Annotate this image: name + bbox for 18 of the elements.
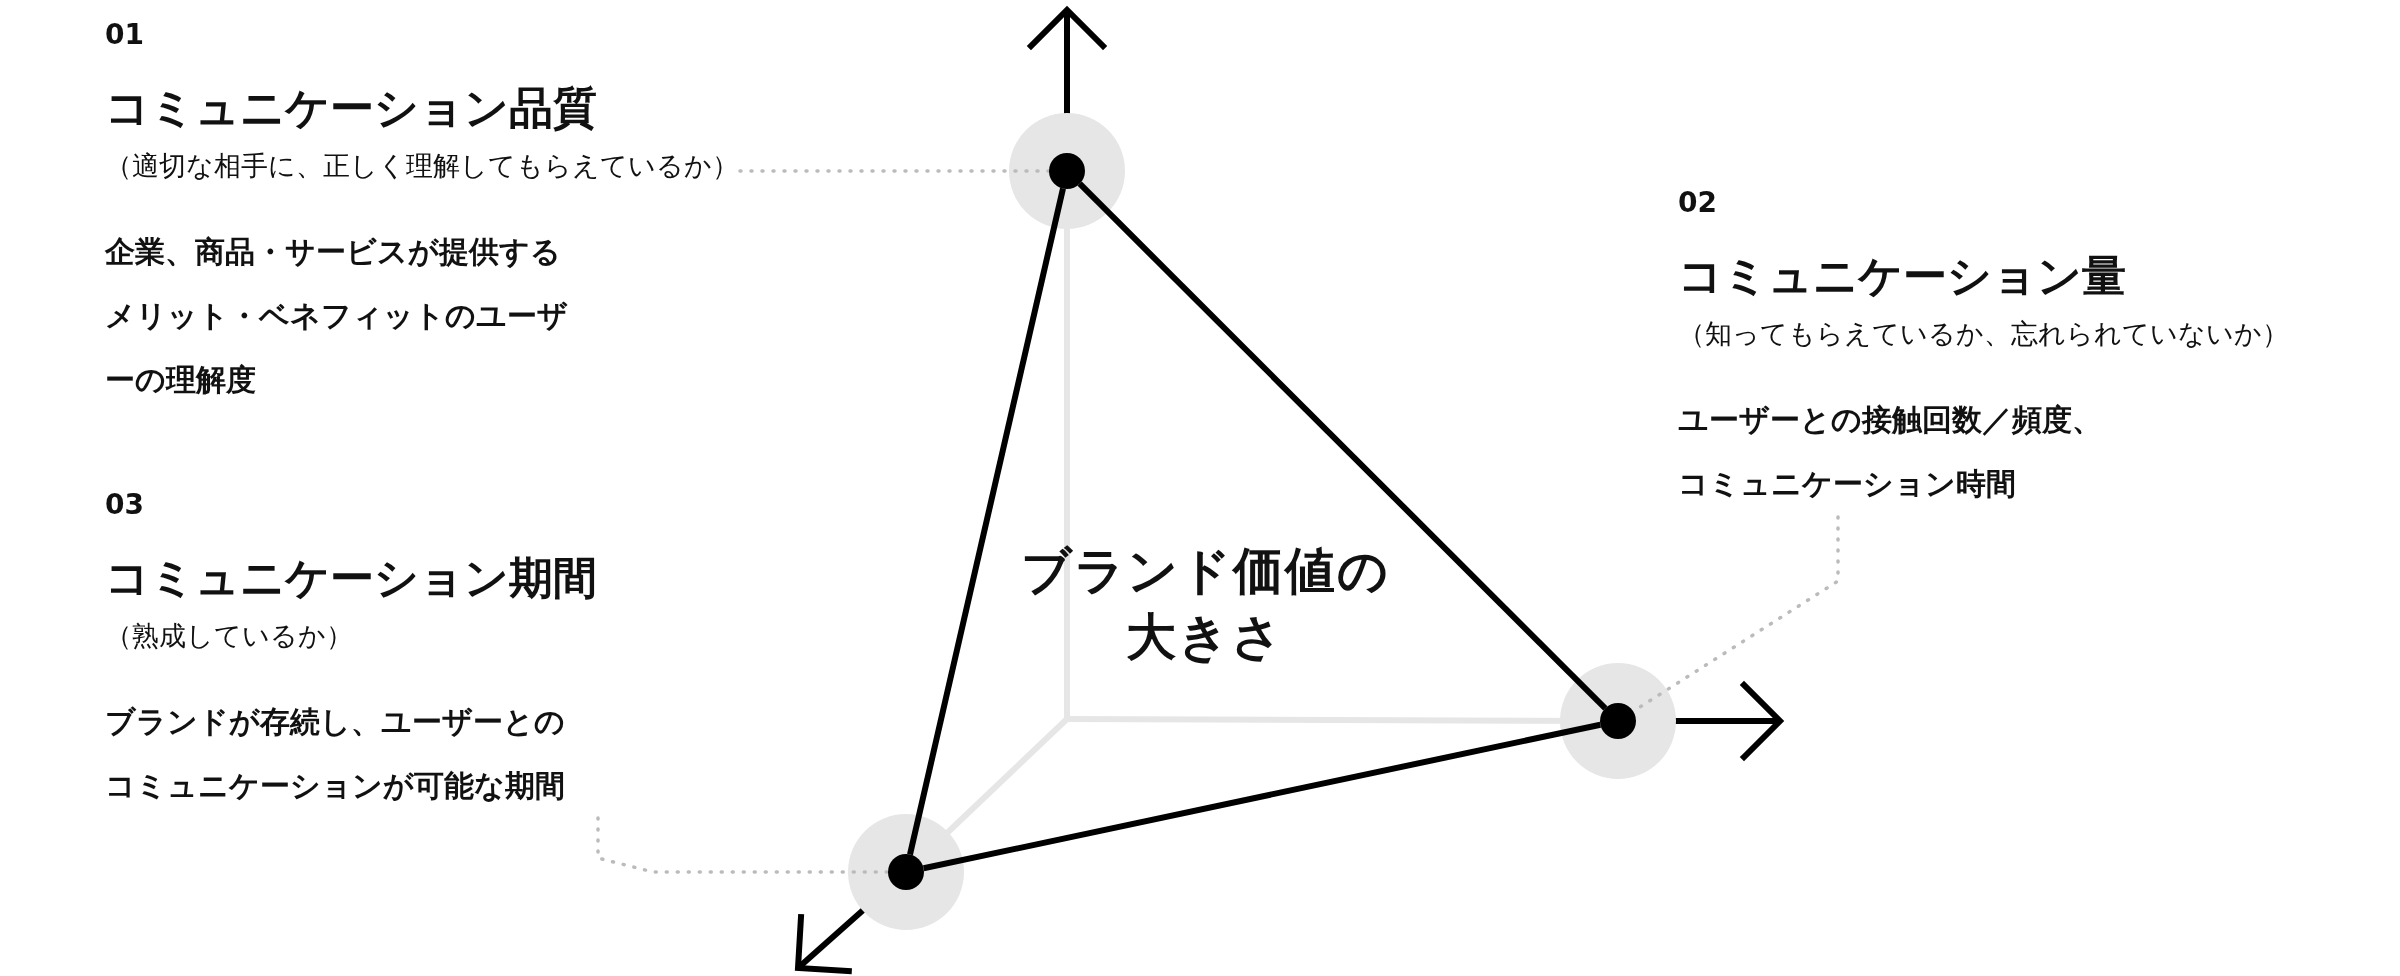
section-title: コミュニケーション量 (1678, 249, 2126, 303)
triangle-edge (922, 721, 1602, 872)
triangle-edge (1077, 181, 1608, 711)
section-subtitle: （適切な相手に、正しく理解してもらえているか） (105, 149, 739, 183)
section-title: コミュニケーション品質 (105, 81, 597, 135)
section-subtitle: （熟成しているか） (105, 619, 353, 653)
section-description: ユーザーとの接触回数／頻度、コミュニケーション時間 (1678, 401, 2103, 503)
section-description: ブランドが存続し、ユーザーとのコミュニケーションが可能な期間 (105, 703, 566, 805)
triangle-edge (907, 187, 1066, 856)
leader-line (596, 816, 890, 874)
leader-line (738, 169, 1051, 173)
section-description: 企業、商品・サービスが提供するメリット・ベネフィットのユーザーの理解度 (105, 233, 569, 399)
section-subtitle: （知ってもらえているか、忘れられていないか） (1678, 317, 2289, 351)
section-title: コミュニケーション期間 (105, 551, 597, 605)
section-number: 02 (1678, 186, 1717, 219)
center-label: ブランド価値の大きさ (1020, 541, 1390, 668)
section-number: 01 (105, 18, 144, 51)
section-number: 03 (105, 488, 144, 521)
